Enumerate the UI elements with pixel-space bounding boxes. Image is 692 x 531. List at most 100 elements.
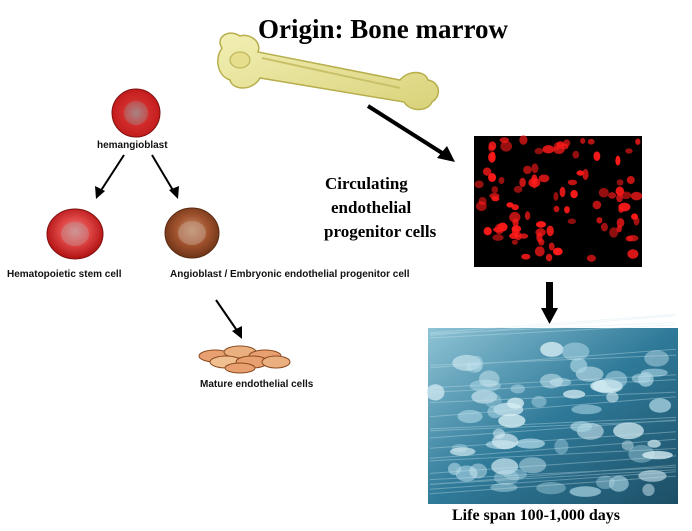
nucleus-spot — [549, 243, 555, 251]
endothelial-scale — [554, 439, 568, 454]
hsc-label: Hematopoietic stem cell — [7, 269, 121, 280]
nucleus-spot — [523, 166, 532, 174]
endothelial-scale — [458, 410, 483, 423]
nucleus-spot — [483, 168, 491, 176]
nucleus-spot — [570, 190, 578, 198]
nucleus-spot — [531, 163, 538, 173]
nucleus-spot — [627, 235, 639, 241]
nucleus-spot — [577, 170, 585, 175]
angioblast-cell — [165, 208, 219, 258]
nucleus-spot — [601, 223, 608, 232]
sem-vessel-image — [426, 314, 678, 504]
endothelial-scale — [570, 486, 602, 497]
hemangioblast-cell — [112, 89, 160, 137]
nucleus-spot — [539, 175, 550, 183]
endothelial-scale — [613, 423, 644, 440]
nucleus-spot — [627, 249, 638, 258]
hemangioblast-label: hemangioblast — [97, 140, 168, 151]
nucleus-spot — [488, 145, 494, 152]
endothelial-scale — [540, 342, 563, 357]
endothelial-scale — [606, 392, 618, 403]
nucleus-spot — [594, 151, 601, 161]
endothelial-scale — [642, 484, 654, 496]
nucleus-spot — [512, 240, 518, 245]
nucleus-spot — [580, 138, 585, 144]
nucleus-spot — [547, 226, 554, 237]
arrowhead-to-mature — [232, 326, 242, 339]
arrow-to-mature — [216, 300, 238, 332]
nucleus-spot — [608, 192, 616, 199]
nucleus-spot — [554, 206, 560, 212]
nucleus-spot — [491, 152, 496, 161]
arrow-to-angioblast — [152, 155, 174, 192]
nucleus-spot — [620, 192, 631, 200]
nucleus-spot — [546, 254, 552, 262]
endothelial-scale — [622, 440, 634, 450]
nucleus-spot — [536, 221, 546, 228]
endothelial-scale — [596, 476, 615, 489]
nucleus-spot — [631, 192, 642, 201]
fluorescence-image — [474, 135, 642, 267]
mature-endothelial-cells — [199, 346, 290, 373]
nucleus-spot — [525, 211, 530, 220]
nucleus-spot — [609, 227, 618, 237]
nucleus-spot — [475, 181, 484, 189]
arrow-down-head — [541, 308, 558, 324]
nucleus-spot — [509, 233, 519, 239]
nucleus-spot — [631, 213, 638, 219]
nucleus-spot — [521, 254, 530, 260]
page-title: Origin: Bone marrow — [258, 14, 508, 45]
nucleus-spot — [560, 187, 566, 197]
nucleus-spot — [492, 186, 499, 193]
nucleus-spot — [528, 178, 540, 188]
nucleus-spot — [509, 212, 520, 223]
cepc-label-line1: Circulating — [325, 174, 408, 194]
endothelial-scale — [516, 439, 545, 449]
nucleus-spot — [568, 219, 576, 225]
nucleus-spot — [543, 145, 555, 153]
nucleus-spot — [484, 227, 492, 235]
nucleus-spot — [617, 218, 625, 227]
nucleus-spot — [536, 232, 542, 242]
cepc-label-line3: progenitor cells — [324, 222, 436, 242]
nucleus-spot — [615, 156, 620, 166]
endothelial-scale — [649, 398, 671, 412]
nucleus-spot — [564, 206, 570, 213]
nucleus-spot — [489, 193, 499, 198]
nucleus-spot — [514, 186, 523, 193]
nucleus-spot — [617, 179, 624, 185]
endothelial-scale — [644, 350, 669, 366]
mature-label: Mature endothelial cells — [200, 379, 313, 390]
nucleus-spot — [519, 178, 526, 187]
nucleus-spot — [618, 207, 624, 213]
cepc-label-line2: endothelial — [331, 198, 411, 218]
nucleus-spot — [560, 144, 568, 150]
nucleus-spot — [492, 234, 503, 241]
endothelial-scale — [605, 371, 627, 389]
endothelial-scale — [536, 482, 566, 494]
nucleus-spot — [553, 192, 558, 201]
nucleus-spot — [568, 180, 577, 186]
nucleus-spot — [599, 188, 609, 198]
nucleus-spot — [506, 202, 513, 207]
endothelial-scale — [469, 464, 487, 479]
nucleus-spot — [588, 139, 595, 145]
arrow-to-hsc — [100, 155, 124, 192]
nucleus-spot — [500, 137, 509, 143]
nucleus-spot — [479, 197, 487, 205]
arrow-bone-to-cepc — [368, 106, 450, 158]
nucleus-spot — [627, 176, 635, 184]
nucleus-spot — [519, 135, 527, 144]
arrow-down-shaft — [546, 282, 553, 310]
arrowhead-bone-to-cepc — [437, 146, 455, 162]
lifespan-label: Life span 100-1,000 days — [452, 507, 620, 525]
endothelial-scale — [571, 405, 601, 415]
endothelial-scale — [485, 394, 502, 408]
hematopoietic-stem-cell — [47, 209, 103, 259]
nucleus-spot — [572, 151, 579, 159]
nucleus-spot — [593, 201, 602, 210]
nucleus-spot — [596, 217, 602, 223]
endothelial-scale — [492, 433, 518, 449]
nucleus-spot — [635, 139, 640, 145]
